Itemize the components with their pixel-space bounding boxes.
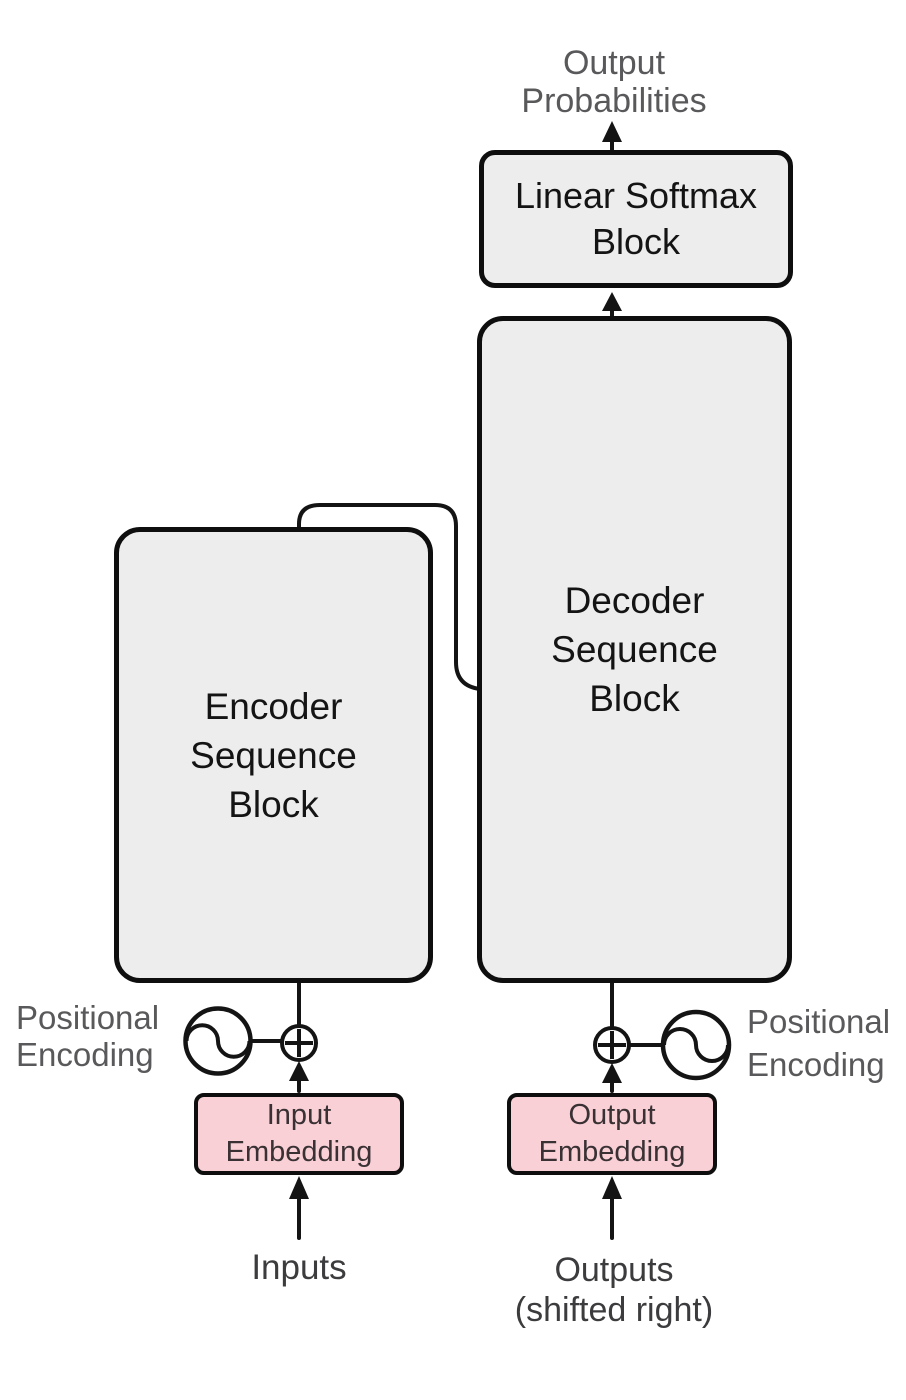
positional-left-line2: Encoding <box>16 1036 154 1073</box>
sine-wave-icon <box>183 1006 253 1076</box>
output-embedding-block: Output Embedding <box>507 1093 717 1175</box>
encoder-to-decoder-connector <box>297 503 482 691</box>
arrow-decoder-to-linear-icon <box>602 292 622 318</box>
input-embedding-line1: Input <box>266 1099 332 1131</box>
positional-right-line2: Encoding <box>747 1046 885 1083</box>
positional-right-line1: Positional <box>747 1003 891 1040</box>
decoder-line2: Sequence <box>551 629 718 670</box>
output-embedding-line1: Output <box>568 1099 656 1131</box>
circled-plus-icon <box>593 1026 631 1064</box>
encoder-line3: Block <box>228 783 319 825</box>
output-probabilities-label: Output Probabilities <box>462 44 766 120</box>
circled-plus-icon <box>280 1024 318 1062</box>
input-embedding-block: Input Embedding <box>194 1093 404 1175</box>
outputs-label: Outputs (shifted right) <box>462 1250 766 1330</box>
arrow-input-embedding-to-plus-icon <box>289 1061 309 1093</box>
positional-encoding-label-right: Positional Encoding <box>747 1000 906 1086</box>
input-embedding-line2: Embedding <box>225 1136 373 1168</box>
positional-left-line1: Positional <box>16 999 160 1036</box>
inputs-label: Inputs <box>251 1248 347 1287</box>
output-probabilities-line2: Probabilities <box>521 82 707 120</box>
positional-encoding-label-left: Positional Encoding <box>16 999 186 1073</box>
arrow-output-embedding-to-plus-icon <box>602 1063 622 1093</box>
arrow-outputs-to-embedding-icon <box>602 1176 622 1240</box>
encoder-sequence-block: Encoder Sequence Block <box>114 527 433 983</box>
linear-softmax-line2: Block <box>591 221 681 262</box>
decoder-sequence-block: Decoder Sequence Block <box>477 316 792 983</box>
output-embedding-line2: Embedding <box>538 1136 686 1168</box>
outputs-line2: (shifted right) <box>514 1291 714 1329</box>
arrow-to-output-probabilities-icon <box>602 121 622 152</box>
linear-softmax-block: Linear Softmax Block <box>479 150 793 288</box>
decoder-line3: Block <box>589 678 680 719</box>
arrow-inputs-to-embedding-icon <box>289 1176 309 1240</box>
linear-softmax-line1: Linear Softmax <box>514 175 758 216</box>
output-probabilities-line1: Output <box>562 44 666 82</box>
outputs-line1: Outputs <box>554 1251 674 1289</box>
decoder-line1: Decoder <box>564 580 705 621</box>
encoder-line1: Encoder <box>204 685 343 727</box>
sine-wave-icon <box>660 1009 732 1081</box>
encoder-line2: Sequence <box>190 734 357 776</box>
